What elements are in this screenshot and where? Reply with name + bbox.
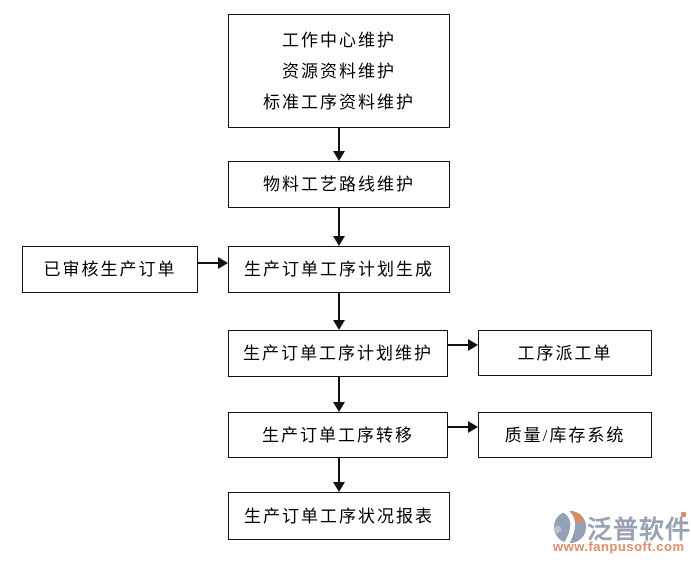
arrow-maintain-to-transfer-head bbox=[333, 402, 345, 412]
flow-node-transfer: 生产订单工序转移 bbox=[228, 412, 448, 458]
arrow-approved-to-generate-line bbox=[198, 262, 218, 264]
arrow-generate-to-maintain-line bbox=[338, 293, 340, 320]
fanpusoft-logo-trademark-dot bbox=[681, 512, 686, 517]
arrow-transfer-to-quality-head bbox=[468, 421, 478, 433]
flow-node-approved-order: 已审核生产订单 bbox=[22, 246, 198, 293]
flow-node-plan-generate-label: 生产订单工序计划生成 bbox=[244, 260, 434, 279]
arrow-master-to-routing-head bbox=[333, 151, 345, 161]
arrow-transfer-to-report-line bbox=[338, 458, 340, 482]
flow-node-status-report: 生产订单工序状况报表 bbox=[228, 492, 450, 540]
flow-node-transfer-label: 生产订单工序转移 bbox=[262, 425, 414, 445]
flow-node-master-line-1: 工作中心维护 bbox=[282, 30, 396, 50]
flow-node-plan-maintain: 生产订单工序计划维护 bbox=[228, 330, 448, 377]
arrow-transfer-to-report-head bbox=[333, 482, 345, 492]
fanpusoft-logo-brand: 泛普软件 bbox=[587, 516, 691, 544]
fanpusoft-logo: 泛普软件 www.fanpusoft.com bbox=[550, 505, 690, 559]
flow-node-plan-maintain-label: 生产订单工序计划维护 bbox=[243, 344, 433, 363]
flow-node-routing: 物料工艺路线维护 bbox=[228, 161, 450, 208]
flow-node-plan-generate: 生产订单工序计划生成 bbox=[228, 246, 450, 293]
flow-node-master-data: 工作中心维护 资源资料维护 标准工序资料维护 bbox=[228, 14, 450, 128]
arrow-master-to-routing-line bbox=[338, 128, 340, 151]
flow-node-quality-inventory-label: 质量/库存系统 bbox=[504, 425, 626, 445]
arrow-maintain-to-dispatch-head bbox=[468, 339, 478, 351]
fanpusoft-logo-icon bbox=[553, 508, 587, 546]
flow-node-approved-order-label: 已审核生产订单 bbox=[43, 260, 177, 279]
flow-node-master-line-3: 标准工序资料维护 bbox=[263, 92, 415, 112]
arrow-maintain-to-transfer-line bbox=[338, 377, 340, 402]
flow-node-master-line-2: 资源资料维护 bbox=[282, 61, 396, 81]
flow-node-dispatch-order-label: 工序派工单 bbox=[517, 343, 613, 363]
arrow-approved-to-generate-head bbox=[218, 257, 228, 269]
arrow-maintain-to-dispatch-line bbox=[448, 344, 468, 346]
flow-node-routing-label: 物料工艺路线维护 bbox=[263, 175, 415, 194]
arrow-generate-to-maintain-head bbox=[333, 320, 345, 330]
arrow-routing-to-generate-head bbox=[333, 236, 345, 246]
arrow-routing-to-generate-line bbox=[338, 208, 340, 236]
fanpusoft-logo-website: www.fanpusoft.com bbox=[553, 539, 685, 554]
arrow-transfer-to-quality-line bbox=[448, 426, 468, 428]
flow-node-dispatch-order: 工序派工单 bbox=[478, 330, 652, 376]
flow-node-quality-inventory: 质量/库存系统 bbox=[478, 412, 652, 458]
flow-node-status-report-label: 生产订单工序状况报表 bbox=[244, 506, 434, 526]
